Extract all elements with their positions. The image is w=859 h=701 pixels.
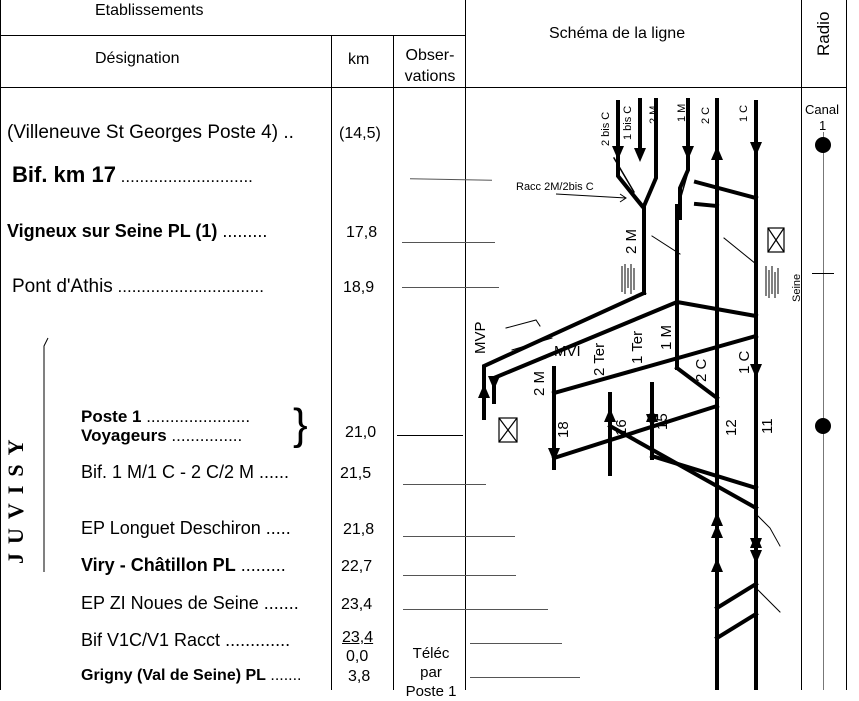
row-villeneuve: (Villeneuve St Georges Poste 4) ..: [7, 122, 294, 143]
track-schema: 2 bis C 1 bis C 2 M 1 M 2 C 1 C Racc 2M/…: [472, 98, 801, 690]
radio-tick: [812, 273, 834, 274]
header-etablissements: Etablissements: [95, 2, 204, 19]
brace: }: [293, 400, 308, 449]
header-observations-line2: vations: [404, 68, 456, 85]
observation-telec-line1: Téléc: [412, 645, 450, 662]
track-2bisC: [616, 100, 645, 209]
radio-line: [823, 132, 824, 690]
label-2M-mid: 2 M: [623, 229, 640, 254]
radio-dot-top: [815, 137, 831, 153]
row-vigneux: Vigneux sur Seine PL (1) .........: [7, 221, 268, 241]
km-vigneux: 17,8: [346, 224, 378, 241]
label-mvi: MVI: [554, 343, 581, 360]
row-viry: Viry - Châtillon PL .........: [81, 555, 286, 575]
label-voie-15: 15: [654, 413, 671, 430]
radio-canal-label: Canal: [805, 102, 839, 117]
observation-telec-line3: Poste 1: [405, 683, 457, 700]
km-bif-v1c-top: 23,4: [342, 629, 374, 646]
radio-dot-bottom: [815, 418, 831, 434]
km-grigny: 3,8: [348, 668, 371, 685]
label-2M-low: 2 M: [531, 371, 548, 396]
row-voyageurs: Voyageurs ...............: [81, 426, 243, 445]
label-voie-16: 16: [613, 419, 630, 436]
header-radio: Radio: [814, 11, 833, 56]
row-pont-athis: Pont d'Athis ...........................…: [12, 276, 264, 297]
row-ep-longuet: EP Longuet Deschiron .....: [81, 518, 291, 538]
label-2ter: 2 Ter: [591, 343, 608, 376]
track-mvp-outer: [482, 290, 647, 420]
label-track-2M: 2 M: [648, 106, 660, 124]
label-voie-12: 12: [723, 419, 740, 436]
km-bif-1m1c: 21,5: [340, 465, 372, 482]
row-grigny: Grigny (Val de Seine) PL .......: [81, 667, 302, 684]
header-schema: Schéma de la ligne: [549, 25, 686, 42]
label-track-1bisC: 1 bis C: [622, 106, 634, 140]
header-observations-line1: Obser-: [405, 47, 455, 64]
row-bif-v1c: Bif V1C/V1 Racct .............: [81, 630, 291, 650]
label-track-2C: 2 C: [700, 107, 712, 124]
radio-canal-number: 1: [819, 118, 827, 133]
label-voie-11: 11: [759, 418, 776, 434]
header-km: km: [348, 51, 370, 68]
row-poste1: Poste 1 ......................: [81, 407, 251, 426]
label-mvp: MVP: [472, 321, 489, 354]
row-bif-km17: Bif. km 17 ............................: [12, 162, 253, 187]
label-track-2bisC: 2 bis C: [600, 112, 612, 146]
row-ep-zi: EP ZI Noues de Seine .......: [81, 593, 299, 613]
label-voie-18: 18: [555, 421, 572, 438]
label-seine: Seine: [791, 274, 801, 302]
km-ep-longuet: 21,8: [343, 521, 375, 538]
juvisy-bracket: [43, 337, 49, 572]
observation-telec-line2: par: [420, 664, 442, 681]
km-villeneuve: (14,5): [339, 125, 381, 142]
km-ep-zi: 23,4: [341, 596, 373, 613]
km-viry: 22,7: [341, 558, 373, 575]
track-2M-top: [642, 98, 658, 295]
track-mvp-inner: [492, 299, 680, 404]
observation-telec: Téléc par Poste 1: [398, 644, 464, 701]
label-1M-low: 1 M: [658, 325, 675, 350]
side-label-juvisy: JUVISY: [3, 430, 28, 564]
label-racc: Racc 2M/2bis C: [516, 181, 594, 193]
track-1M: [678, 98, 690, 220]
row-bif-1m1c: Bif. 1 M/1 C - 2 C/2 M ......: [81, 462, 290, 482]
header-designation: Désignation: [95, 50, 180, 67]
km-pont-athis: 18,9: [343, 279, 375, 296]
label-track-1M: 1 M: [676, 104, 688, 122]
header-observations: Obser- vations: [399, 45, 461, 87]
km-bif-v1c-bottom: 0,0: [346, 648, 369, 665]
km-voyageurs: 21,0: [345, 424, 377, 441]
label-1ter: 1 Ter: [629, 331, 646, 364]
label-2C-low: 2 C: [693, 358, 710, 382]
label-1C-low: 1 C: [736, 350, 753, 374]
label-track-1C: 1 C: [738, 105, 750, 122]
